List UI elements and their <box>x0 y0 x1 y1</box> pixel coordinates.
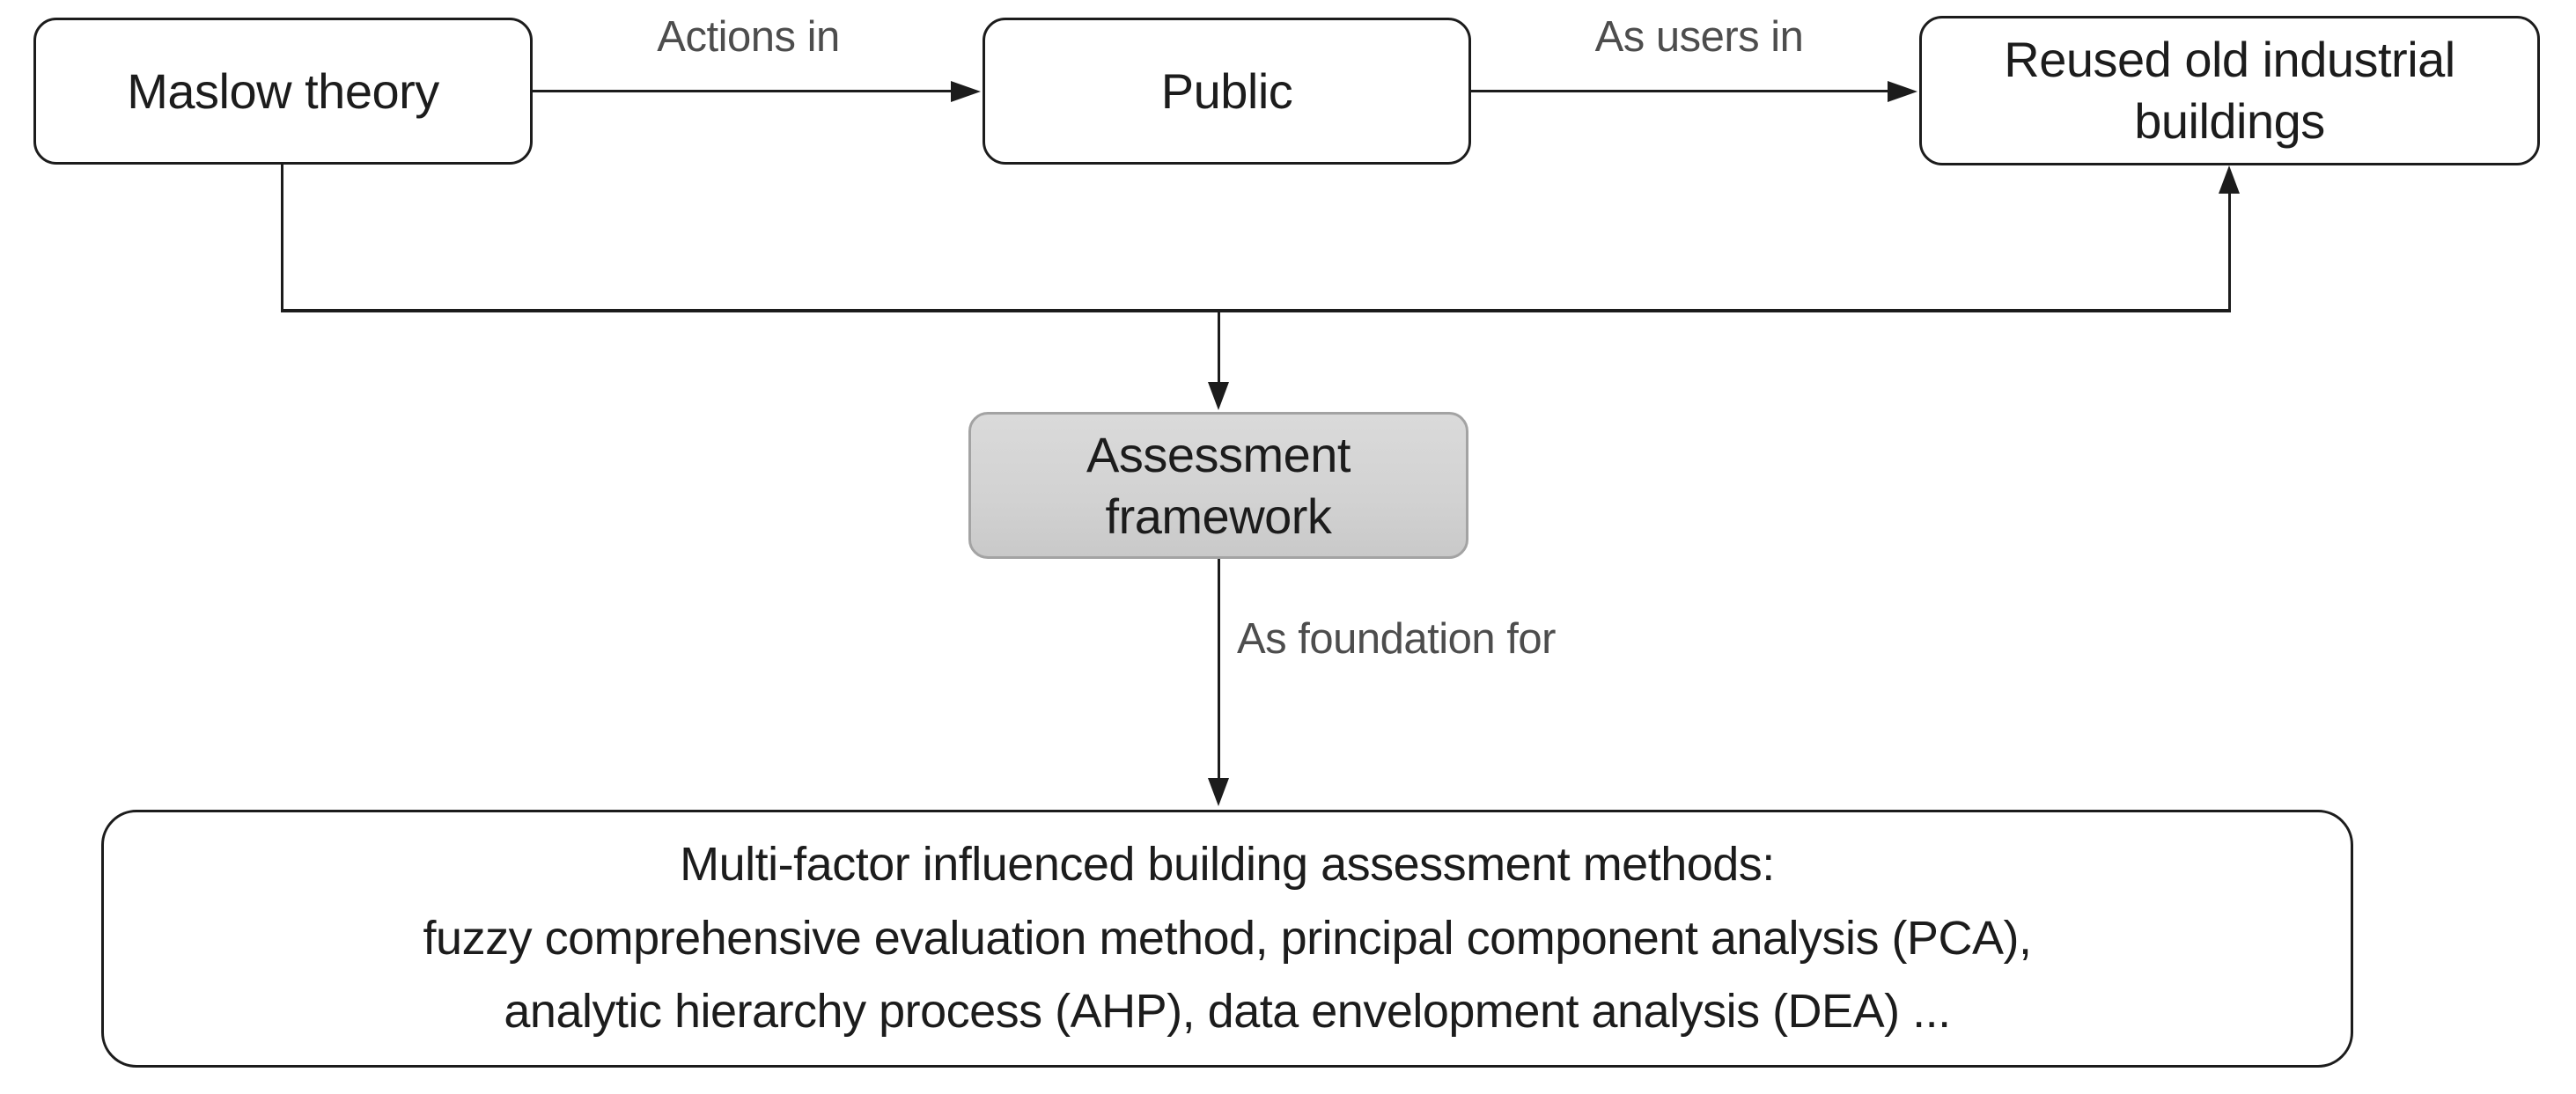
node-public-label: Public <box>1160 62 1293 119</box>
connector-maslow-drop <box>281 165 283 312</box>
connector-drop-to-assessment <box>1218 309 1220 385</box>
methods-line-3: analytic hierarchy process (AHP), data e… <box>504 985 1951 1039</box>
connector-public-to-reused <box>1471 90 1889 92</box>
arrowhead-right-icon <box>1888 81 1917 102</box>
node-assessment-framework: Assessment framework <box>968 412 1468 559</box>
connector-horizontal-bus <box>281 309 2231 312</box>
edge-label-as-foundation-for: As foundation for <box>1237 615 1556 663</box>
arrowhead-up-icon <box>2219 165 2240 194</box>
connector-assessment-to-methods <box>1218 559 1220 781</box>
node-assessment-methods: Multi-factor influenced building assessm… <box>101 810 2353 1068</box>
connector-maslow-to-public <box>533 90 953 92</box>
arrowhead-down-icon <box>1208 778 1229 806</box>
methods-line-1: Multi-factor influenced building assessm… <box>680 837 1775 891</box>
node-reused-label: Reused old industrial buildings <box>2004 32 2455 149</box>
connector-riser-to-reused <box>2228 190 2231 312</box>
node-maslow-theory-label: Maslow theory <box>127 62 439 119</box>
node-public: Public <box>983 18 1471 165</box>
node-assessment-framework-label: Assessment framework <box>1086 426 1351 544</box>
arrowhead-down-icon <box>1208 382 1229 410</box>
node-reused-old-industrial-buildings: Reused old industrial buildings <box>1919 16 2540 165</box>
arrowhead-right-icon <box>951 81 981 102</box>
node-maslow-theory: Maslow theory <box>33 18 533 165</box>
edge-label-actions-in: Actions in <box>657 13 840 61</box>
methods-line-2: fuzzy comprehensive evaluation method, p… <box>423 911 2032 965</box>
edge-label-as-users-in: As users in <box>1594 13 1804 61</box>
